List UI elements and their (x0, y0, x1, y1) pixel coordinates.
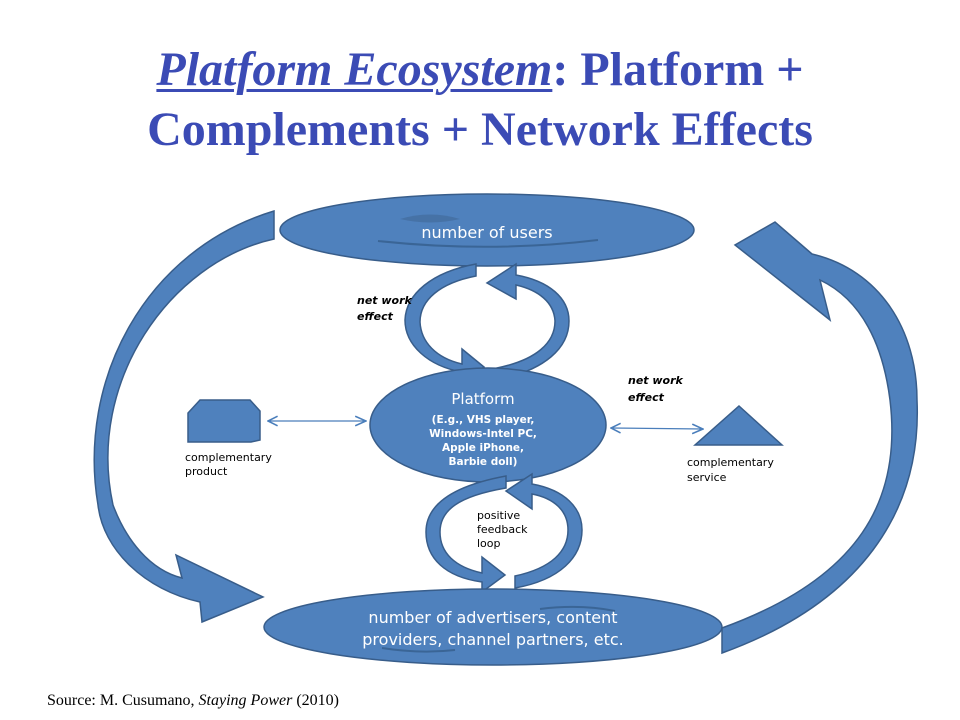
source-year: (2010) (292, 692, 339, 709)
network-effect-label-right-line-2: effect (628, 391, 665, 404)
complementary-service-label-line-2: service (687, 471, 727, 484)
platform-example-2: Windows-Intel PC, (429, 428, 537, 440)
feedback-loop-label-line-1: positive (477, 509, 520, 522)
complementary-service-triangle (693, 404, 784, 446)
platform-example-3: Apple iPhone, (442, 442, 524, 454)
complementary-product-label-line-2: product (185, 465, 228, 478)
network-effect-label-right-line-1: net work (628, 374, 684, 387)
users-ellipse (279, 193, 695, 267)
platform-service-connector (611, 428, 703, 429)
network-effect-loop-left-arrow (404, 263, 486, 386)
source-prefix: Source: M. Cusumano, (47, 692, 199, 709)
slide-title-line-1: Platform Ecosystem: Platform + (0, 42, 960, 98)
complementary-product-label-line-1: complementary (185, 451, 272, 464)
source-book-title: Staying Power (198, 692, 293, 709)
advertisers-label-line-1: number of advertisers, content (368, 608, 617, 627)
users-label: number of users (421, 223, 552, 242)
network-effect-label-left-line-1: net work (357, 294, 413, 307)
users-ellipse-detail (400, 214, 460, 223)
advertisers-ellipse-detail-2 (381, 647, 456, 653)
title-rest: : Platform + (552, 43, 804, 96)
network-effect-label-left-line-2: effect (357, 310, 394, 323)
users-ellipse-detail-curve (377, 239, 599, 248)
complementary-service-label-line-1: complementary (687, 456, 774, 469)
platform-example-4: Barbie doll) (449, 456, 518, 468)
feedback-loop-left-arrow (425, 475, 507, 594)
left-cycle-arrow (93, 209, 275, 624)
advertisers-ellipse-detail (539, 605, 616, 612)
complementary-product-shape (187, 399, 261, 443)
advertisers-ellipse (263, 588, 723, 666)
feedback-loop-label-line-3: loop (477, 537, 501, 550)
platform-example-1: (E.g., VHS player, (432, 414, 535, 426)
title-emphasis: Platform Ecosystem (156, 43, 553, 96)
right-cycle-arrow (721, 221, 918, 655)
platform-title: Platform (451, 390, 514, 408)
source-citation: Source: M. Cusumano, Staying Power (2010… (47, 692, 339, 710)
advertisers-label-line-2: providers, channel partners, etc. (362, 630, 623, 649)
slide-title-line-2: Complements + Network Effects (147, 103, 813, 156)
feedback-loop-right-arrow (504, 472, 583, 589)
network-effect-loop-right-arrow (485, 262, 570, 381)
feedback-loop-label-line-2: feedback (477, 523, 528, 536)
